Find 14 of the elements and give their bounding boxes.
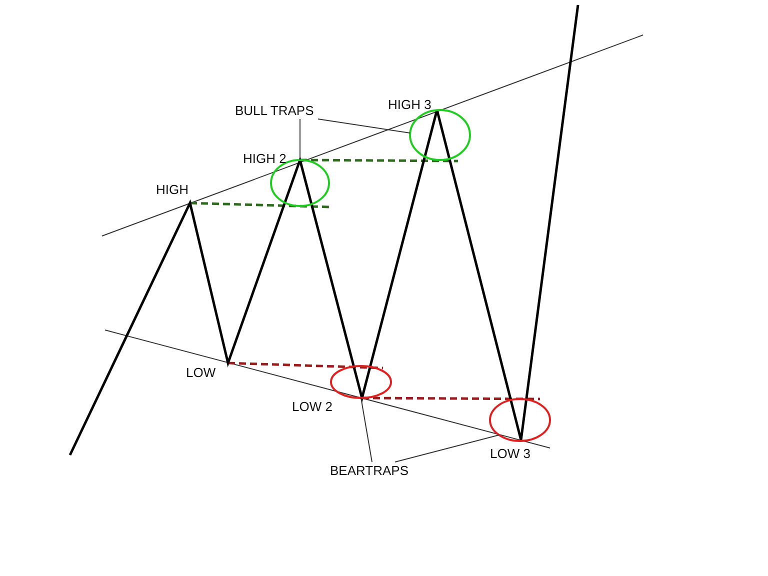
point-label: LOW 3 xyxy=(490,446,530,461)
point-label: LOW 2 xyxy=(292,399,332,414)
highlight-ellipse xyxy=(488,397,552,443)
point-label: HIGH 3 xyxy=(388,97,432,112)
point-label: HIGH xyxy=(156,182,188,197)
callout-label: BULL TRAPS xyxy=(235,103,314,118)
leader-line xyxy=(318,118,410,134)
callout-label: BEARTRAPS xyxy=(330,463,409,478)
highlight-ellipse xyxy=(408,108,472,162)
point-label: LOW xyxy=(186,365,216,380)
leader-line xyxy=(360,398,372,462)
leader-line xyxy=(394,434,500,462)
highlight-ellipse xyxy=(329,364,393,400)
point-label: HIGH 2 xyxy=(243,151,286,166)
